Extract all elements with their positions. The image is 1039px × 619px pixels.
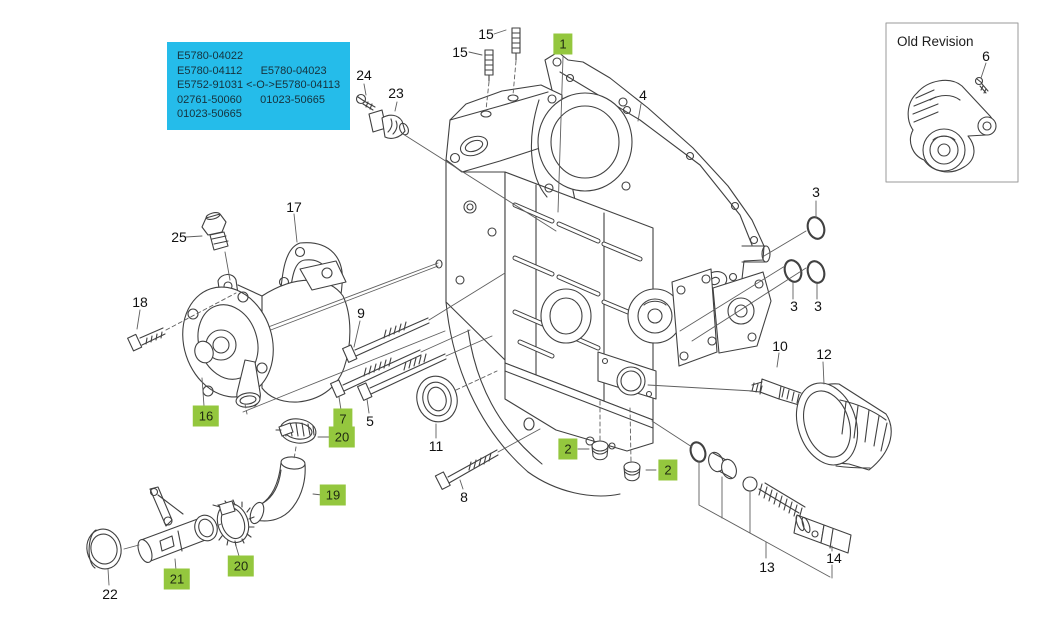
part-number-line: E5752-91031 <-O->E5780-04113	[177, 79, 341, 92]
callout-17[interactable]: 17	[286, 199, 302, 215]
water-pump	[169, 260, 442, 409]
callout-20[interactable]: 20	[227, 555, 255, 577]
oil-filter-nipple	[750, 379, 801, 405]
joint-fitting	[202, 211, 228, 250]
o-rings	[782, 215, 827, 285]
part-number-line: E5780-04112 E5780-04023	[177, 64, 327, 77]
callout-3[interactable]: 3	[814, 298, 822, 314]
callout-6[interactable]: 6	[982, 48, 990, 64]
bypass-hose-assembly	[83, 331, 445, 572]
callout-18[interactable]: 18	[132, 294, 148, 310]
callout-22[interactable]: 22	[102, 586, 118, 602]
callout-11[interactable]: 11	[428, 438, 444, 454]
part-number-line: 02761-50060 01023-50665	[177, 93, 326, 106]
old-revision-bracket	[908, 80, 996, 172]
part-number-line: 01023-50665	[177, 108, 242, 121]
oil-seal	[412, 371, 497, 426]
callout-2[interactable]: 2	[558, 438, 578, 460]
callout-2[interactable]: 2	[658, 459, 678, 481]
taper-plugs	[592, 398, 640, 481]
callout-8[interactable]: 8	[460, 489, 468, 505]
callout-14[interactable]: 14	[826, 550, 842, 566]
callout-13[interactable]: 13	[759, 559, 775, 575]
oil-filter-cartridge	[786, 375, 891, 473]
callout-25[interactable]: 25	[171, 229, 187, 245]
old-revision-title: Old Revision	[897, 34, 974, 49]
callout-21[interactable]: 21	[163, 568, 191, 590]
engine-block	[446, 85, 771, 496]
callout-7[interactable]: 7	[333, 408, 353, 430]
callout-19[interactable]: 19	[319, 484, 347, 506]
callout-24[interactable]: 24	[356, 67, 372, 83]
leader-lines	[108, 30, 824, 585]
callout-15[interactable]: 15	[478, 26, 494, 42]
callout-9[interactable]: 9	[357, 305, 365, 321]
callout-3[interactable]: 3	[812, 184, 820, 200]
old-revision-screw	[976, 63, 989, 93]
stud-springs	[485, 28, 520, 110]
callout-15[interactable]: 15	[452, 44, 468, 60]
callout-16[interactable]: 16	[192, 405, 220, 427]
callout-5[interactable]: 5	[366, 413, 374, 429]
part-number-line: E5780-04022	[177, 50, 244, 62]
callout-10[interactable]: 10	[772, 338, 788, 354]
sensor-switch	[357, 95, 411, 139]
bolts	[128, 273, 540, 489]
callout-23[interactable]: 23	[388, 85, 404, 101]
callout-1[interactable]: 1	[553, 33, 573, 55]
callout-4[interactable]: 4	[639, 87, 647, 103]
relief-valve-assembly	[688, 440, 851, 578]
callout-20[interactable]: 20	[328, 426, 356, 448]
old-revision-box	[886, 23, 1018, 182]
callout-3[interactable]: 3	[790, 298, 798, 314]
callout-12[interactable]: 12	[816, 346, 832, 362]
